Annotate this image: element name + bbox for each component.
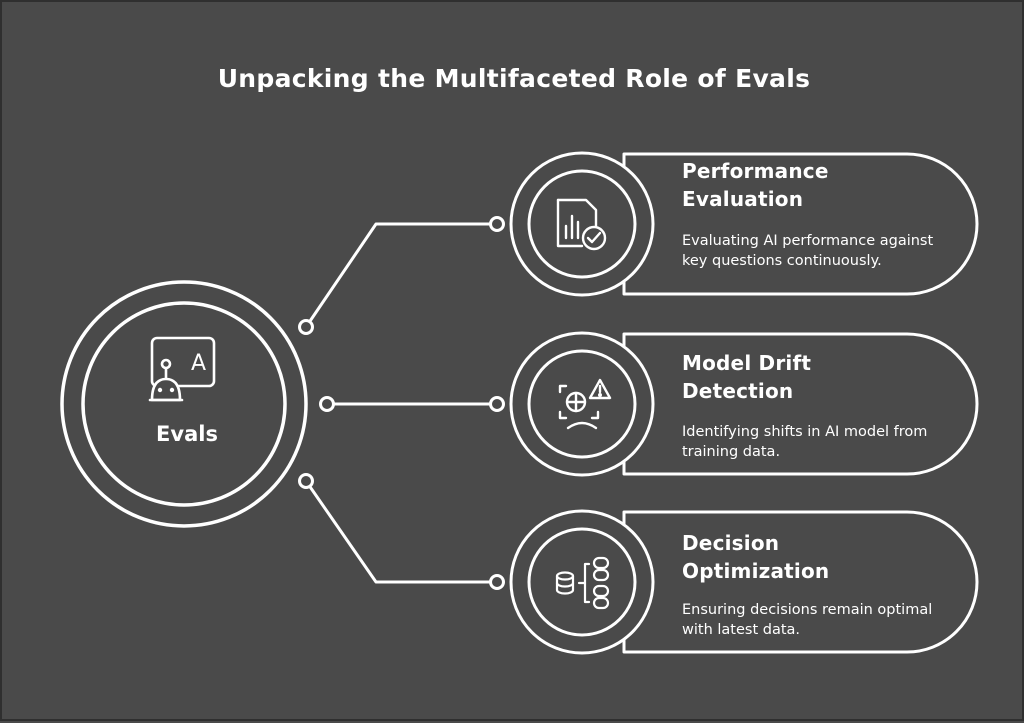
database-decision-icon [555,556,610,610]
card-title-decision-optimization: Decision Optimization [682,529,942,585]
card-description-decision-optimization: Ensuring decisions remain optimal with l… [682,602,933,638]
hub-label: Evals [156,422,218,446]
evals-hub [60,280,308,528]
card-title-line: Detection [682,379,794,403]
card-model-drift-detection [509,331,979,477]
card-title-model-drift-detection: Model Drift Detection [682,349,942,405]
card-title-line: Performance [682,159,829,183]
card-title-performance-evaluation: Performance Evaluation [682,157,942,213]
diagram-title: Unpacking the Multifaceted Role of Evals [217,64,811,93]
connector-3 [298,473,505,590]
svg-text:A: A [191,351,206,376]
card-title-line: Model Drift [682,351,812,375]
card-title-line: Evaluation [682,187,804,211]
report-check-icon [556,198,607,251]
card-title-line: Optimization [682,559,830,583]
card-description-model-drift-detection: Identifying shifts in AI model from trai… [682,424,928,460]
robot-with-letter-a-board-icon: A [148,336,216,402]
connector-1 [298,216,505,335]
card-description-performance-evaluation: Evaluating AI performance against key qu… [682,233,934,269]
connector-2 [319,396,505,412]
drift-warning-icon [558,378,612,430]
card-performance-evaluation [509,151,979,297]
card-title-line: Decision [682,531,780,555]
